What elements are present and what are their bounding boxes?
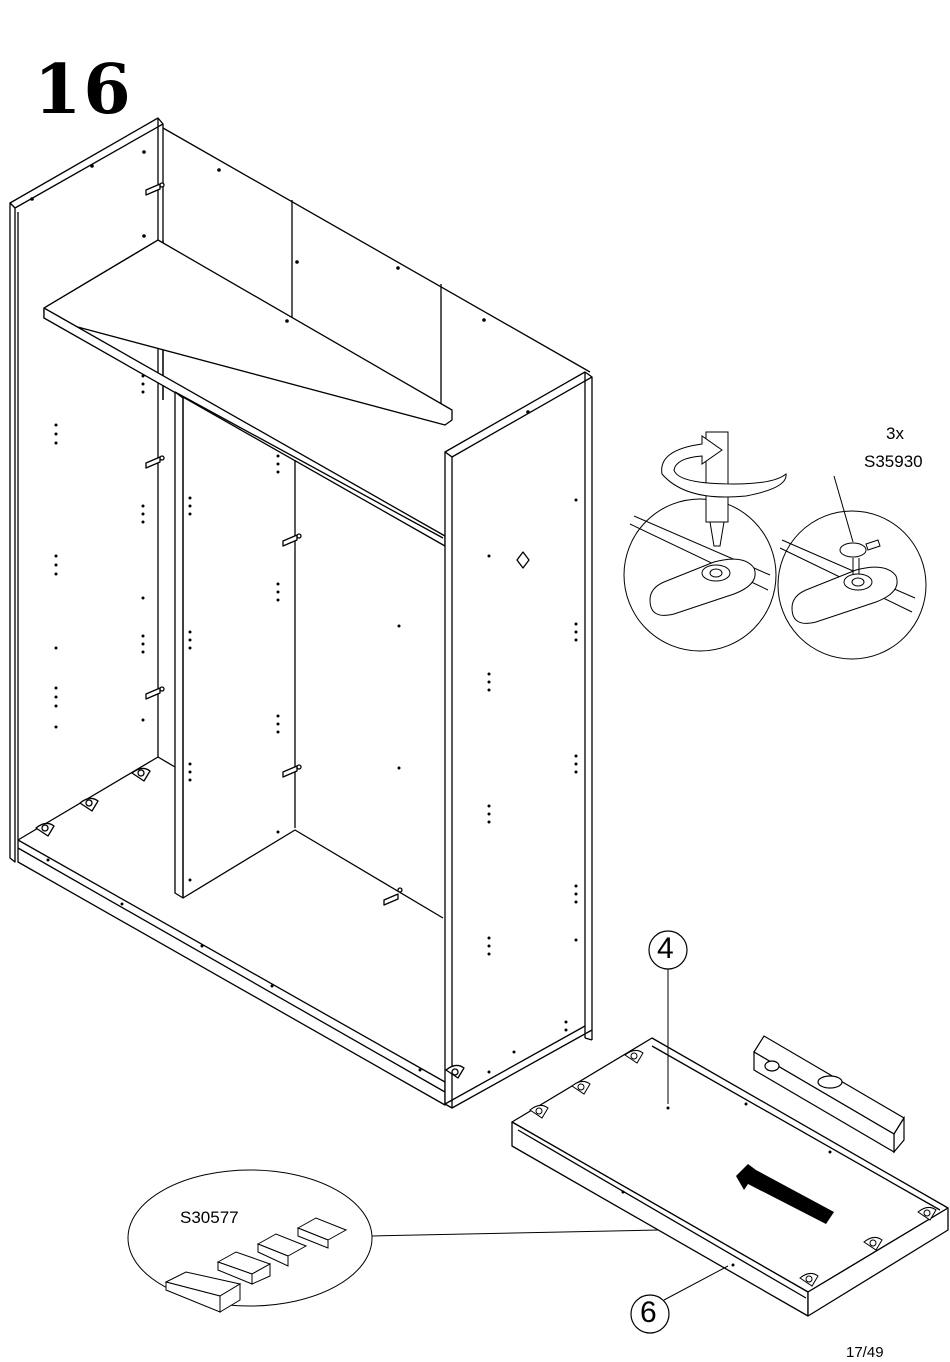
detail-view-adjust xyxy=(624,499,776,651)
part-code-shims: S30577 xyxy=(180,1208,239,1228)
bottom-panel-assembly xyxy=(512,1038,948,1316)
quantity-label: 3x xyxy=(886,424,904,444)
carcass-feet xyxy=(36,768,464,1078)
page-number: 17/49 xyxy=(846,1344,884,1361)
shims-callout xyxy=(128,1170,658,1312)
wardrobe-carcass xyxy=(10,118,592,1108)
detail-view-cap xyxy=(778,476,926,659)
part-number-4: 4 xyxy=(657,932,674,966)
cover-cap-icon xyxy=(840,543,866,557)
part-code-cap: S35930 xyxy=(864,452,923,472)
part-number-6: 6 xyxy=(640,1296,657,1330)
